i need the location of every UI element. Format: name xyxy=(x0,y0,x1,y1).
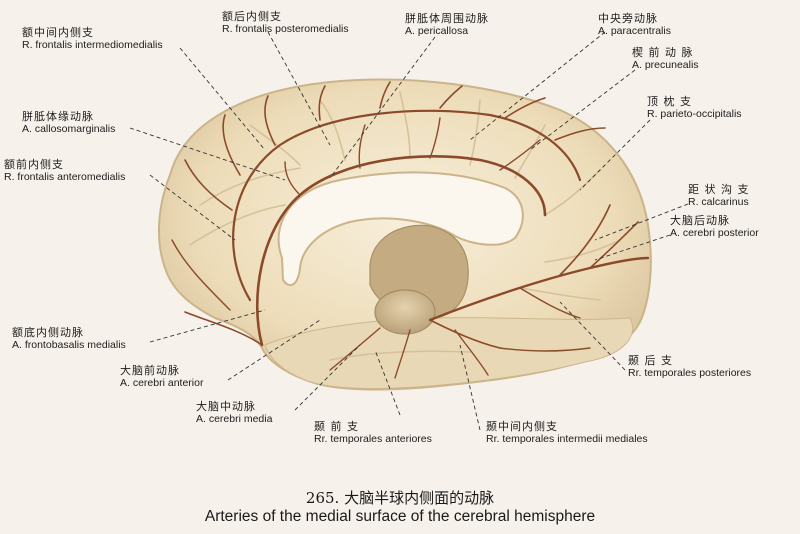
label-zh: 颞 后 支 xyxy=(628,354,673,367)
brainstem-cut xyxy=(374,289,436,335)
label-latin: A. callosomarginalis xyxy=(22,123,116,135)
label-zh: 顶 枕 支 xyxy=(647,95,692,108)
figure-caption-chinese: 265. 大脑半球内侧面的动脉 xyxy=(305,489,495,507)
label-latin: R. frontalis intermediomedialis xyxy=(22,39,163,51)
label-frontobasalis-medialis: 额底内侧动脉 A. frontobasalis medialis xyxy=(12,326,126,352)
label-latin: R. parieto-occipitalis xyxy=(647,108,742,120)
label-latin: Rr. temporales anteriores xyxy=(314,433,432,445)
corpus-callosum xyxy=(277,171,524,287)
label-parieto-occipitalis: 顶 枕 支 R. parieto-occipitalis xyxy=(647,95,742,121)
label-latin: A. paracentralis xyxy=(598,25,671,37)
label-latin: Rr. temporales posteriores xyxy=(628,367,752,379)
label-zh: 大脑后动脉 xyxy=(670,214,730,227)
label-paracentralis: 中央旁动脉 A. paracentralis xyxy=(598,12,671,38)
label-zh: 大脑前动脉 xyxy=(120,364,180,377)
label-zh: 额中间内侧支 xyxy=(22,26,94,39)
label-zh: 中央旁动脉 xyxy=(598,12,658,25)
label-zh: 胼胝体周围动脉 xyxy=(405,12,489,25)
arteries xyxy=(171,81,650,379)
label-frontalis-intermediomedialis: 额中间内侧支 R. frontalis intermediomedialis xyxy=(22,26,163,52)
label-pericallosa: 胼胝体周围动脉 A. pericallosa xyxy=(405,12,489,38)
label-zh: 额前内侧支 xyxy=(4,158,64,171)
label-latin: A. frontobasalis medialis xyxy=(12,339,126,351)
label-calcarinus: 距 状 沟 支 R. calcarinus xyxy=(688,183,750,209)
label-callosomarginalis: 胼胝体缘动脉 A. callosomarginalis xyxy=(22,110,115,136)
label-latin: R. frontalis anteromedialis xyxy=(4,171,126,183)
label-latin: R. calcarinus xyxy=(688,196,749,208)
label-temporales-intermedii: 颞中间内侧支 Rr. temporales intermedii mediale… xyxy=(486,420,648,446)
figure-caption-english: Arteries of the medial surface of the ce… xyxy=(204,508,596,525)
leader-lines xyxy=(129,31,689,431)
label-zh: 颞中间内侧支 xyxy=(486,420,558,433)
label-zh: 楔 前 动 脉 xyxy=(632,46,694,59)
label-frontalis-anteromedialis: 额前内侧支 R. frontalis anteromedialis xyxy=(4,158,125,184)
label-zh: 颞 前 支 xyxy=(314,420,359,433)
label-zh: 额后内侧支 xyxy=(222,10,282,23)
label-latin: Rr. temporales intermedii mediales xyxy=(486,433,648,445)
label-cerebri-posterior: 大脑后动脉 A. cerebri posterior xyxy=(670,214,759,240)
label-zh: 距 状 沟 支 xyxy=(688,183,750,196)
label-latin: A. cerebri posterior xyxy=(670,227,759,239)
label-temporales-anteriores: 颞 前 支 Rr. temporales anteriores xyxy=(314,420,432,446)
label-latin: R. frontalis posteromedialis xyxy=(222,23,349,35)
label-latin: A. cerebri anterior xyxy=(120,377,204,389)
label-temporales-posteriores: 颞 后 支 Rr. temporales posteriores xyxy=(628,354,751,380)
label-cerebri-media: 大脑中动脉 A. cerebri media xyxy=(196,400,272,426)
label-latin: A. pericallosa xyxy=(405,25,469,37)
label-zh: 额底内侧动脉 xyxy=(12,326,84,339)
label-cerebri-anterior: 大脑前动脉 A. cerebri anterior xyxy=(120,364,203,390)
label-zh: 胼胝体缘动脉 xyxy=(22,110,94,123)
label-latin: A. precunealis xyxy=(632,59,699,71)
label-precunealis: 楔 前 动 脉 A. precunealis xyxy=(632,46,699,72)
label-latin: A. cerebri media xyxy=(196,413,273,425)
label-frontalis-posteromedialis: 额后内侧支 R. frontalis posteromedialis xyxy=(222,10,349,36)
label-zh: 大脑中动脉 xyxy=(196,400,256,413)
